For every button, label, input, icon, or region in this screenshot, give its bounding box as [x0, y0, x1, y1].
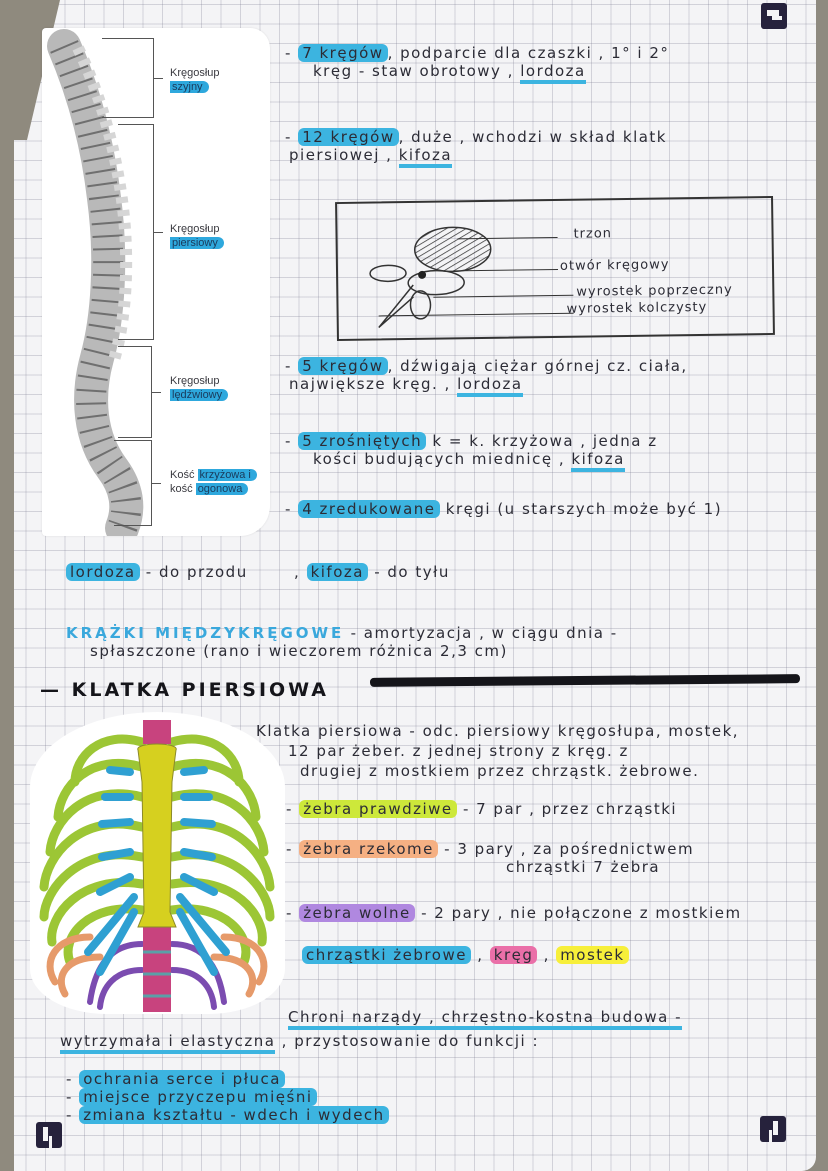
curvature-note: lordoza - do przodu , kifoza - do tyłu	[66, 563, 450, 581]
legend-cartilage: chrząstki żebrowe	[302, 946, 471, 964]
legend-sternum: mostek	[556, 946, 629, 964]
label-sacrum-coccyx: Kość krzyżowa i kość ogonowa	[170, 468, 257, 496]
corner-marker-top-right-icon	[761, 3, 787, 29]
bracket-thoracic	[118, 124, 163, 340]
table-edge	[0, 0, 14, 1171]
note-true-ribs: - żebra prawdziwe - 7 par , przez chrząs…	[286, 800, 678, 818]
label-thoracic: Kręgosłup piersiowy	[170, 222, 224, 250]
bracket-lumbar	[118, 346, 161, 438]
corner-marker-bottom-left-icon	[36, 1122, 62, 1148]
label-cervical: Kręgosłup szyjny	[170, 67, 220, 93]
intervertebral-discs-note: KRĄŻKI MIĘDZYKRĘGOWE - amortyzacja , w c…	[66, 624, 618, 660]
rib-cage-intro: Klatka piersiowa - odc. piersiowy kręgos…	[256, 722, 740, 780]
note-false-ribs: - żebra rzekome - 3 pary , za pośrednict…	[286, 840, 695, 876]
legend-vertebra: kręg	[489, 946, 538, 964]
spine-drawing-icon	[47, 29, 144, 545]
summary-line-1: Chroni narządy , chrzęstno-kostna budowa…	[288, 1008, 683, 1030]
vertebra-diagram: trzon otwór kręgowy wyrostek poprzeczny …	[335, 195, 775, 342]
note-thoracic: - 12 kręgów, duże , wchodzi w skład klat…	[285, 128, 667, 168]
rib-cage-drawing-icon	[39, 720, 275, 1012]
spine-illustration: Kręgosłup szyjny Kręgosłup piersiowy Krę…	[42, 28, 270, 545]
label-otwor-kregowy: otwór kręgowy	[559, 257, 670, 274]
function-item: ochrania serce i płuca	[79, 1070, 285, 1088]
note-sacrum: - 5 zrośniętych k = k. krzyżowa , jedna …	[285, 432, 658, 472]
note-floating-ribs: - żebra wolne - 2 pary , nie połączone z…	[286, 904, 742, 922]
label-trzon: trzon	[573, 226, 613, 242]
label-wyrostek-poprzeczny: wyrostek poprzeczny	[576, 282, 733, 300]
section-heading-rib-cage: — KLATKA PIERSIOWA	[40, 679, 329, 701]
function-item: miejsce przyczepu mięśni	[79, 1088, 317, 1106]
rib-cage-illustration	[30, 712, 285, 1014]
color-legend: chrząstki żebrowe , kręg , mostek	[302, 946, 629, 964]
bracket-sacrum	[114, 440, 161, 526]
vertebra-drawing-icon	[369, 226, 492, 329]
function-item: zmiana kształtu - wdech i wydech	[79, 1106, 389, 1124]
functions-list: - ochrania serce i płuca - miejsce przyc…	[66, 1070, 389, 1124]
note-cervical: - 7 kręgów, podparcie dla czaszki , 1° i…	[285, 44, 669, 84]
bracket-cervical	[102, 38, 163, 118]
note-lumbar: - 5 kręgów, dźwigają ciężar górnej cz. c…	[285, 357, 688, 397]
corner-marker-bottom-right-icon	[760, 1116, 786, 1142]
label-lumbar: Kręgosłup lędźwiowy	[170, 374, 229, 402]
summary-line-2: wytrzymała i elastyczna , przystosowanie…	[60, 1032, 539, 1054]
label-wyrostek-kolczysty: wyrostek kolczysty	[566, 299, 708, 317]
note-coccyx: - 4 zredukowane kręgi (u starszych może …	[285, 500, 723, 518]
